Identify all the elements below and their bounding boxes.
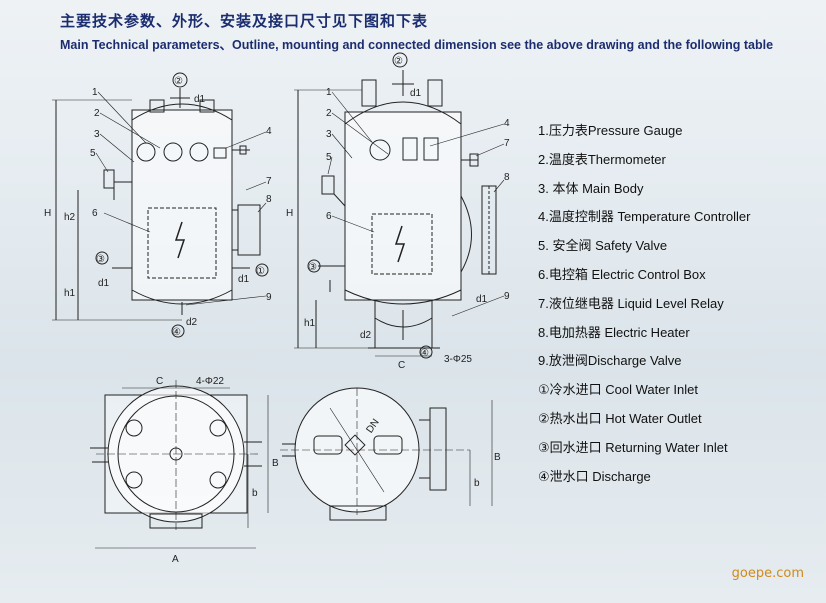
label-d2: d2 bbox=[186, 317, 198, 328]
label-6: 6 bbox=[92, 208, 98, 219]
legend-item: 9.放泄阀Discharge Valve bbox=[538, 353, 682, 369]
label-pr-B: B bbox=[494, 452, 501, 463]
label-2: 2 bbox=[94, 108, 100, 119]
label-7: 7 bbox=[266, 176, 272, 187]
label-pl-A: A bbox=[172, 554, 179, 565]
label-r-C: C bbox=[398, 360, 405, 371]
label-r-h1: h1 bbox=[304, 318, 316, 329]
label-h1: h1 bbox=[64, 288, 76, 299]
label-circle-3a: ③ bbox=[96, 254, 105, 265]
label-circle-4b: ④ bbox=[420, 348, 429, 359]
left-plan-view bbox=[90, 380, 269, 549]
label-circle-1a: ① bbox=[256, 266, 265, 277]
label-d1-c: d1 bbox=[238, 274, 250, 285]
legend-item: ①冷水进口 Cool Water Inlet bbox=[538, 382, 698, 398]
label-r-3holes: 3-Φ25 bbox=[444, 354, 472, 365]
label-r-H: H bbox=[286, 208, 293, 219]
label-9: 9 bbox=[266, 292, 272, 303]
legend-item: 3. 本体 Main Body bbox=[538, 180, 644, 196]
label-circle-2b: ② bbox=[394, 56, 403, 67]
label-pr-b: b bbox=[474, 478, 480, 489]
legend-item: 1.压力表Pressure Gauge bbox=[538, 123, 683, 138]
title-chinese: 主要技术参数、外形、安装及接口尺寸见下图和下表 bbox=[60, 13, 429, 30]
label-pl-4holes: 4-Φ22 bbox=[196, 376, 224, 387]
legend-item: 2.温度表Thermometer bbox=[538, 151, 666, 167]
label-circle-4a: ④ bbox=[172, 327, 181, 338]
legend-item: 7.液位继电器 Liquid Level Relay bbox=[538, 295, 724, 311]
legend-item: 6.电控箱 Electric Control Box bbox=[538, 266, 706, 282]
legend-item: 8.电加热器 Electric Heater bbox=[538, 324, 690, 340]
legend-item: 5. 安全阀 Safety Valve bbox=[538, 238, 668, 254]
label-r-d1b: d1 bbox=[476, 294, 488, 305]
label-r-d2: d2 bbox=[360, 330, 372, 341]
label-r7: 7 bbox=[504, 138, 510, 149]
label-pl-C: C bbox=[156, 376, 163, 387]
label-circle-3b: ③ bbox=[308, 262, 317, 273]
label-H: H bbox=[44, 208, 51, 219]
label-r6: 6 bbox=[326, 211, 332, 222]
label-5: 5 bbox=[90, 148, 96, 159]
label-r5: 5 bbox=[326, 152, 332, 163]
label-8: 8 bbox=[266, 194, 272, 205]
label-d1-a: d1 bbox=[194, 94, 206, 105]
title-english: Main Technical parameters、Outline, mount… bbox=[60, 38, 774, 52]
label-r1: 1 bbox=[326, 87, 332, 98]
legend-item: 4.温度控制器 Temperature Controller bbox=[538, 209, 751, 225]
component-legend: 1.压力表Pressure Gauge 2.温度表Thermometer 3. … bbox=[538, 121, 750, 495]
right-plan-view bbox=[280, 387, 493, 521]
watermark: goepe.com bbox=[731, 566, 804, 581]
legend-item: ③回水进口 Returning Water Inlet bbox=[538, 439, 728, 455]
label-r8: 8 bbox=[504, 172, 510, 183]
label-h2: h2 bbox=[64, 212, 76, 223]
label-pl-B: B bbox=[272, 458, 279, 469]
right-front-view bbox=[294, 70, 505, 357]
legend-item: ②热水出口 Hot Water Outlet bbox=[538, 410, 702, 426]
label-r-d1a: d1 bbox=[410, 88, 422, 99]
left-front-view bbox=[52, 88, 267, 321]
label-3: 3 bbox=[94, 129, 100, 140]
label-4: 4 bbox=[266, 126, 272, 137]
label-r2: 2 bbox=[326, 108, 332, 119]
label-1: 1 bbox=[92, 87, 98, 98]
label-r3: 3 bbox=[326, 129, 332, 140]
legend-item: ④泄水口 Discharge bbox=[538, 468, 651, 484]
label-circle-2a: ② bbox=[174, 76, 183, 87]
label-r9: 9 bbox=[504, 291, 510, 302]
label-pl-b: b bbox=[252, 488, 258, 499]
label-r4: 4 bbox=[504, 118, 510, 129]
label-d1-b: d1 bbox=[98, 278, 110, 289]
